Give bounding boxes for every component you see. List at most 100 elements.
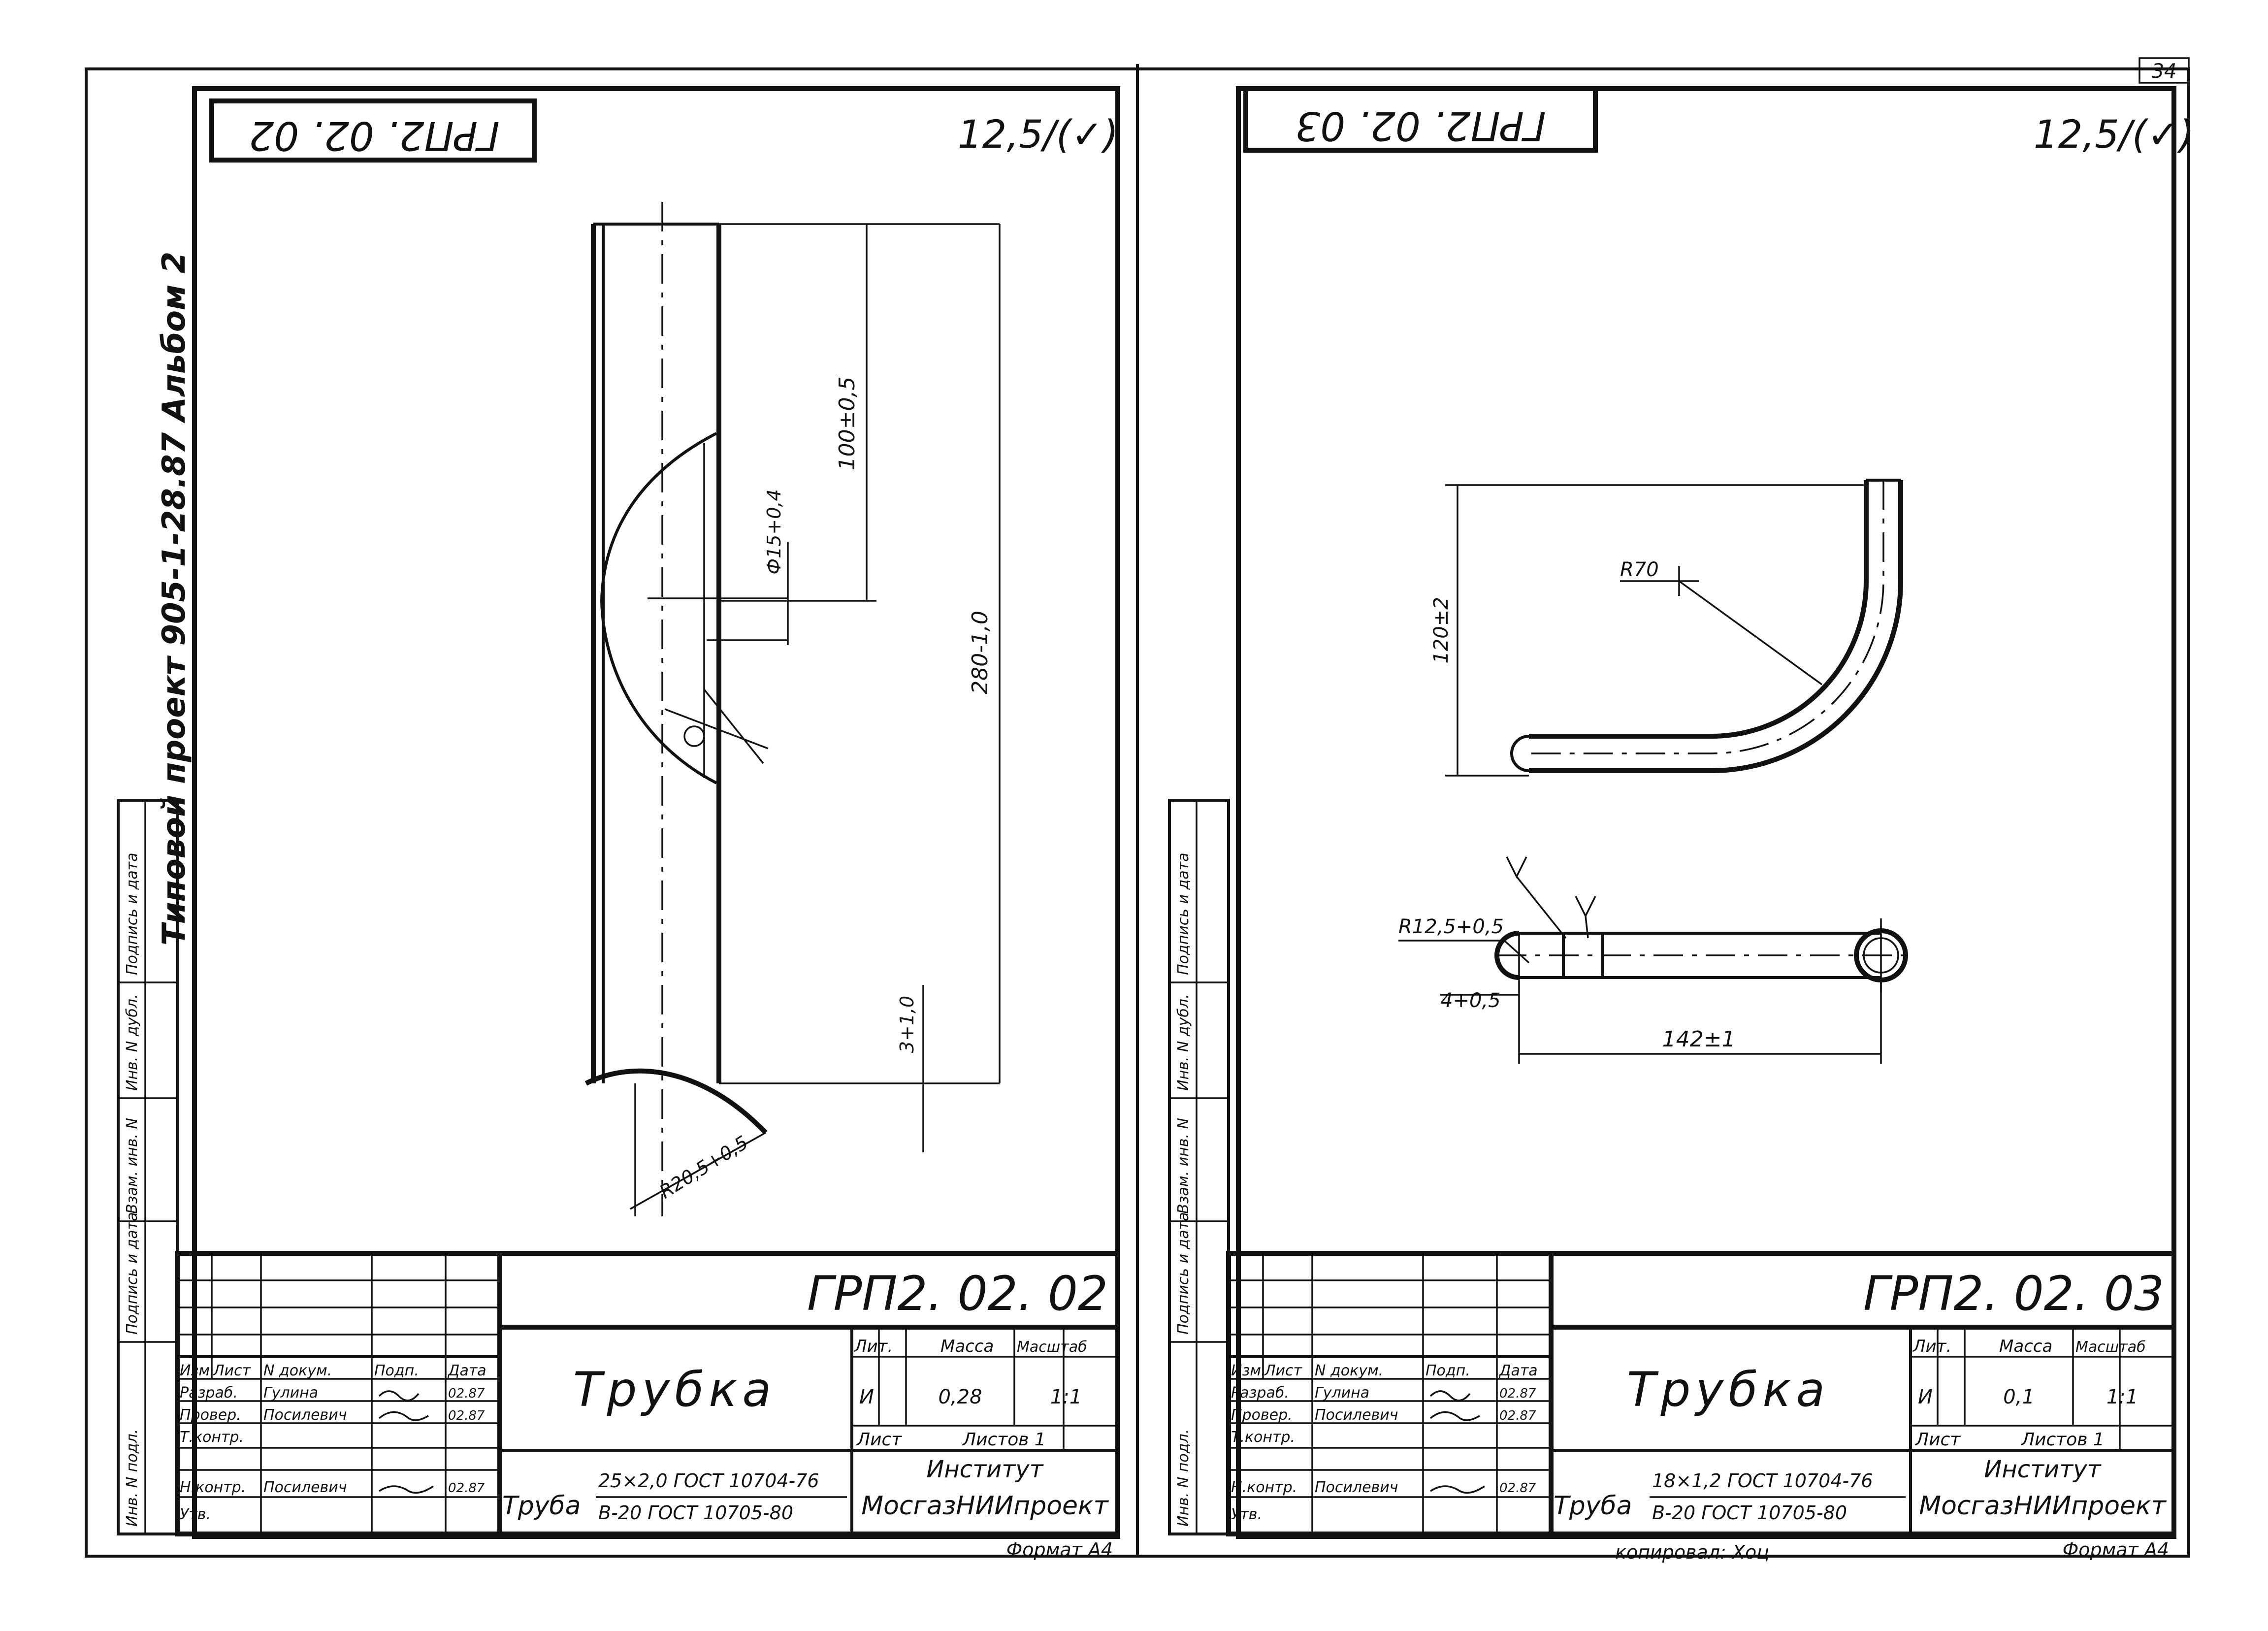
r-signatures xyxy=(1429,1390,1485,1494)
sheet-left-mirrored-code-box xyxy=(209,98,537,163)
tb-role-4: Утв. xyxy=(180,1506,211,1523)
tb-col-lit: Лит. xyxy=(853,1337,893,1356)
r-tb-date-1: 02.87 xyxy=(1499,1408,1536,1423)
weld-symbol-a xyxy=(1506,856,1567,939)
sheet-right-dim-a: 120±2 xyxy=(1430,597,1453,663)
bent-pipe-outer xyxy=(1529,480,1869,739)
r-tb-role-2: Т.контр. xyxy=(1231,1429,1295,1446)
sheet-left: Инв. N подл. Подпись и дата Взам. инв. N… xyxy=(117,86,1120,1561)
sheet-right-code: ГРП2. 02. 03 xyxy=(1863,1266,2164,1321)
sheet-right-dim-d: 4+0,5 xyxy=(1440,989,1501,1012)
sheet-right-mirrored-code: ГРП2. 02. 03 xyxy=(1295,103,1546,149)
sheet-left-dim-c: Ф15+0,4 xyxy=(763,489,785,574)
tb-date-0: 02.87 xyxy=(448,1386,485,1401)
side-label-sign: Подпись и дата xyxy=(124,1212,141,1335)
r-side-label-dup: Инв. N дубл. xyxy=(1175,994,1192,1091)
r-tb-name-3: Посилевич xyxy=(1315,1479,1398,1496)
r-tb-h-izm: Изм. xyxy=(1231,1362,1266,1379)
sheet-left-dim-b: 280-1,0 xyxy=(968,611,993,694)
signatures xyxy=(378,1390,434,1494)
r-tb-material-bottom: В-20 ГОСТ 10705-80 xyxy=(1652,1502,1847,1524)
tb-role-3: Н.контр. xyxy=(180,1479,246,1496)
tb-material-top: 25×2,0 ГОСТ 10704-76 xyxy=(598,1470,819,1492)
tb-col-mass: Масса xyxy=(940,1337,994,1356)
r-tb-mass: 0,1 xyxy=(2003,1386,2035,1408)
sheet-left-title: Трубка xyxy=(573,1362,776,1417)
r-tb-org-2: МосгазНИИпроект xyxy=(1919,1491,2167,1521)
tb-scale: 1:1 xyxy=(1050,1386,1082,1408)
tb-h-list: Лист xyxy=(213,1362,252,1379)
r-tb-sheets-label: Листов 1 xyxy=(2020,1430,2105,1450)
side-label-replace: Взам. инв. N xyxy=(124,1118,141,1214)
r-tb-col-scale: Масштаб xyxy=(2075,1338,2146,1356)
sheet-left-title-block: Изм. Лист N докум. Подп. Дата Разраб. Гу… xyxy=(175,1251,1120,1561)
tb-name-3: Посилевич xyxy=(263,1479,347,1496)
sheet-left-dim-d: 3+1,0 xyxy=(896,996,918,1053)
r-tb-material-word: Труба xyxy=(1554,1491,1632,1521)
tb-date-1: 02.87 xyxy=(448,1408,485,1423)
bent-pipe-inner xyxy=(1529,480,1903,773)
sheet-right-dim-b: R70 xyxy=(1620,558,1659,581)
sheet-left-code: ГРП2. 02. 02 xyxy=(807,1266,1108,1321)
r-tb-h-date: Дата xyxy=(1498,1362,1538,1379)
tb-material-bottom: В-20 ГОСТ 10705-80 xyxy=(598,1502,793,1524)
r-tb-name-1: Посилевич xyxy=(1315,1406,1398,1424)
tb-name-1: Посилевич xyxy=(263,1406,347,1424)
r-tb-h-sign: Подп. xyxy=(1426,1362,1470,1379)
tb-sheet-label: Лист xyxy=(856,1430,902,1450)
tb-date-3: 02.87 xyxy=(448,1481,485,1496)
sheet-right-dim-c: R12,5+0,5 xyxy=(1398,915,1504,938)
r-tb-role-0: Разраб. xyxy=(1231,1384,1289,1402)
tb-h-date: Дата xyxy=(447,1362,486,1379)
sheet-right-mirrored-code-box xyxy=(1243,86,1598,153)
r-tb-date-3: 02.87 xyxy=(1499,1481,1536,1496)
tb-material-word: Труба xyxy=(502,1491,581,1521)
weld-symbol-b xyxy=(1575,896,1596,939)
r-tb-col-mass: Масса xyxy=(1999,1337,2052,1356)
saddle-arc xyxy=(584,1068,768,1135)
tb-org-2: МосгазНИИпроект xyxy=(861,1491,1109,1521)
tb-name-0: Гулина xyxy=(263,1384,318,1402)
tb-org-1: Институт xyxy=(926,1456,1044,1483)
side-label-dup: Инв. N дубл. xyxy=(124,994,141,1091)
side-label-sign2: Подпись и дата xyxy=(124,853,141,976)
r-tb-col-lit: Лит. xyxy=(1912,1337,1951,1356)
r-tb-scale: 1:1 xyxy=(2106,1386,2138,1408)
copier-note: копировал: Хоц xyxy=(1615,1541,1769,1563)
tb-mass: 0,28 xyxy=(938,1386,982,1408)
page-number-box xyxy=(2138,57,2190,84)
tb-col-scale: Масштаб xyxy=(1017,1338,1087,1356)
r-tb-org-1: Институт xyxy=(1984,1456,2102,1483)
tb-role-1: Провер. xyxy=(180,1406,241,1424)
r-side-label-sign2: Подпись и дата xyxy=(1175,853,1192,976)
r-tb-name-0: Гулина xyxy=(1315,1384,1369,1402)
r-tb-date-0: 02.87 xyxy=(1499,1386,1536,1401)
weld-saddle xyxy=(1562,932,1604,979)
sheet-left-side-strip xyxy=(117,799,179,1535)
tb-h-izm: Изм. xyxy=(180,1362,215,1379)
side-label-inv: Инв. N подл. xyxy=(124,1429,141,1527)
sheet-left-dim-e: R20,5+0,5 xyxy=(655,1132,752,1203)
r-tb-h-doc: N докум. xyxy=(1315,1362,1383,1379)
page-number: 34 xyxy=(2152,60,2177,83)
side-cutout xyxy=(600,432,717,784)
sheet-right-roughness: 12,5/(✓) xyxy=(2034,113,2194,157)
r-side-label-sign: Подпись и дата xyxy=(1175,1212,1192,1335)
r-tb-role-4: Утв. xyxy=(1231,1506,1262,1523)
sheet-right: Инв. N подл. Подпись и дата Взам. инв. N… xyxy=(1168,86,2194,1561)
tb-role-0: Разраб. xyxy=(180,1384,238,1402)
sheet-left-dim-a: 100±0,5 xyxy=(835,377,860,471)
sheet-left-mirrored-code: ГРП2. 02. 02 xyxy=(249,113,499,159)
tb-h-sign: Подп. xyxy=(374,1362,419,1379)
r-side-label-inv: Инв. N подл. xyxy=(1175,1429,1192,1527)
tb-lit: И xyxy=(859,1386,874,1408)
r-tb-sheet-label: Лист xyxy=(1914,1430,1961,1450)
r-tb-h-list: Лист xyxy=(1264,1362,1303,1379)
r-side-label-replace: Взам. инв. N xyxy=(1175,1118,1192,1214)
sheet-left-format: Формат А4 xyxy=(1006,1539,1113,1561)
sheet-left-roughness: 12,5/(✓) xyxy=(958,113,1118,157)
sheet-right-side-strip xyxy=(1168,799,1230,1535)
tb-h-doc: N докум. xyxy=(263,1362,332,1379)
